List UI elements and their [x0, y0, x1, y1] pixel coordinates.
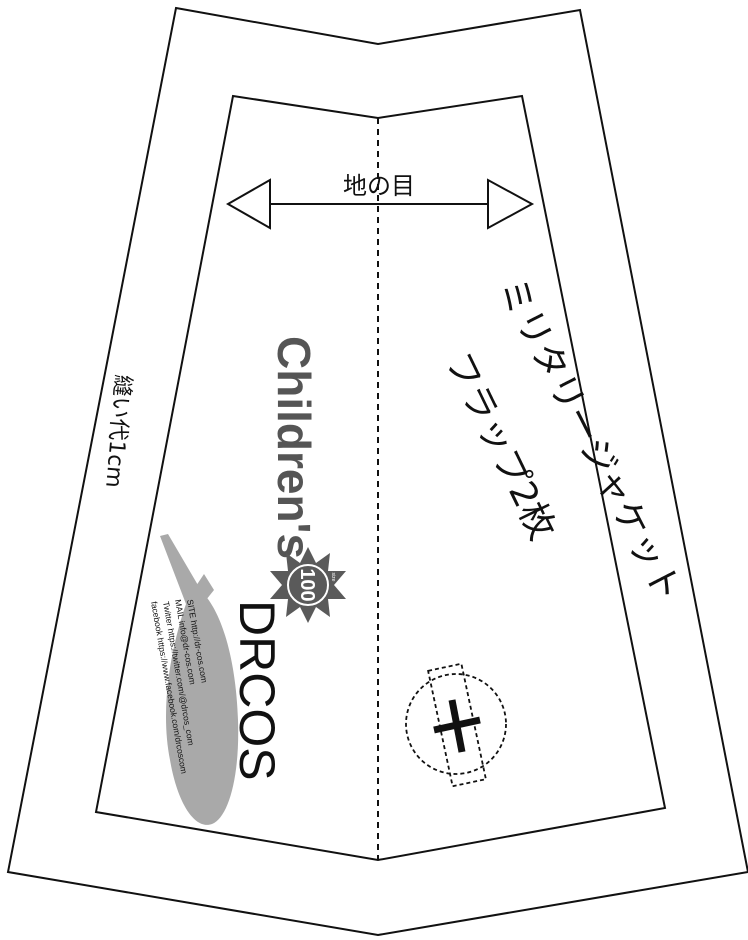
logo-leaf-sprout-icon [196, 574, 214, 600]
size-badge-small: size [330, 573, 336, 582]
grain-arrow-icon [225, 178, 535, 230]
logo-text: DRCOS [229, 600, 285, 781]
brand-logo: DRCOS SITE http://dr-cos.com MAIL info@d… [149, 534, 285, 825]
size-badge-number: 100 [296, 568, 318, 601]
logo-leaf-icon [160, 534, 239, 825]
grain-label: 地の目 [343, 172, 415, 200]
size-badge-icon: 100 size [270, 547, 346, 623]
size-label: Children's [268, 336, 320, 559]
button-hole-marker-icon [405, 662, 507, 788]
